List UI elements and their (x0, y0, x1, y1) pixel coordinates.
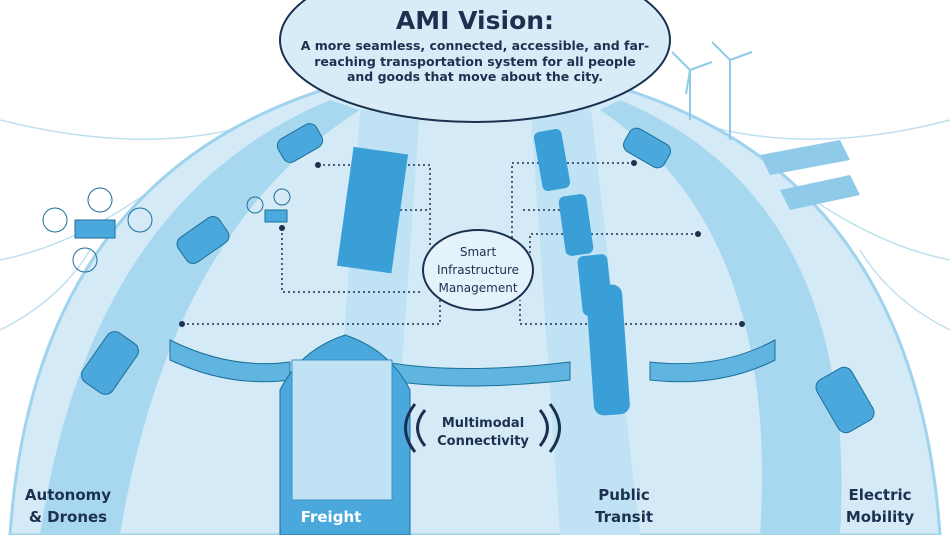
multimodal-connectivity-label: Multimodal Connectivity (437, 416, 529, 449)
drones (42, 187, 291, 273)
public-transit-label: Public Transit (594, 486, 654, 526)
containers (291, 359, 393, 501)
electric-mobility-label: Electric Mobility (845, 486, 915, 526)
smart-infrastructure-bubble (422, 229, 534, 311)
vision-bubble (279, 0, 671, 123)
truck (336, 146, 409, 274)
cars (81, 123, 875, 434)
vision-description: A more seamless, connected, accessible, … (300, 38, 650, 84)
vision-title: AMI Vision: (395, 6, 555, 35)
solar-panels (760, 140, 860, 210)
wind-turbines (671, 41, 753, 140)
freight-label: Freight (300, 508, 362, 526)
train (533, 128, 630, 416)
connector-lines (182, 162, 742, 325)
smart-infrastructure-label: Smart Infrastructure Management (436, 245, 520, 295)
signal-arcs (404, 403, 561, 453)
bridges (169, 339, 776, 387)
autonomy-drones-label: Autonomy & Drones (24, 486, 112, 526)
